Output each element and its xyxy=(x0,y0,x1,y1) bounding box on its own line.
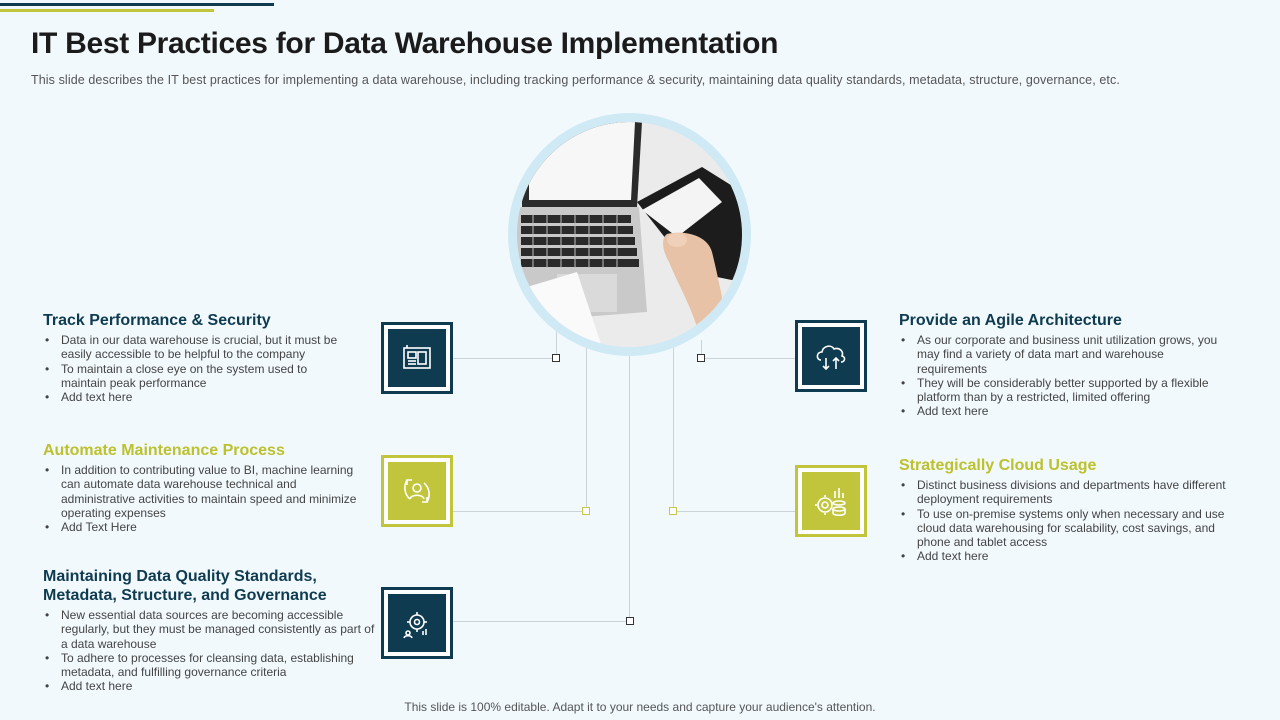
list-item: Add Text Here xyxy=(43,520,368,535)
bullet-list: As our corporate and business unit utili… xyxy=(899,333,1229,419)
footer-note: This slide is 100% editable. Adapt it to… xyxy=(404,700,876,714)
connector-automate-v xyxy=(586,340,587,511)
list-item: To use on-premise systems only when nece… xyxy=(899,507,1234,550)
section-title: Track Performance & Security xyxy=(43,312,271,329)
connector-dot-agile xyxy=(697,354,705,362)
cloud-icon-box xyxy=(795,465,867,537)
quality-icon-box xyxy=(381,587,453,659)
list-item: Data in our data warehouse is crucial, b… xyxy=(43,333,343,362)
user-cycle-icon xyxy=(404,479,430,503)
coins-chart-icon xyxy=(815,488,846,517)
connector-dot-track xyxy=(552,354,560,362)
list-item: Add text here xyxy=(899,404,1229,419)
laptop-photo xyxy=(517,122,742,347)
section-title: Provide an Agile Architecture xyxy=(899,312,1122,329)
connector-quality-v xyxy=(629,355,630,621)
section-automate-maintenance: Automate Maintenance Process In addition… xyxy=(43,441,368,535)
connector-dot-quality xyxy=(626,617,634,625)
page-title: IT Best Practices for Data Warehouse Imp… xyxy=(31,27,779,60)
agile-icon-box xyxy=(795,320,867,392)
section-cloud-usage: Strategically Cloud Usage Distinct busin… xyxy=(899,456,1234,564)
connector-dot-automate xyxy=(582,507,590,515)
list-item: To maintain a close eye on the system us… xyxy=(43,362,343,391)
automate-icon-box xyxy=(381,455,453,527)
accent-bar-olive xyxy=(0,9,214,12)
accent-bar-dark xyxy=(0,3,274,6)
bullet-list: Distinct business divisions and departme… xyxy=(899,478,1234,564)
track-icon-box xyxy=(381,322,453,394)
section-title: Strategically Cloud Usage xyxy=(899,457,1097,474)
list-item: Add text here xyxy=(899,549,1234,564)
connector-automate-h xyxy=(453,511,586,512)
connector-agile-v xyxy=(701,340,702,358)
bullet-list: Data in our data warehouse is crucial, b… xyxy=(43,333,343,405)
connector-cloud-v xyxy=(673,345,674,511)
connector-cloud-h xyxy=(673,511,795,512)
list-item: In addition to contributing value to BI,… xyxy=(43,463,368,520)
section-title: Maintaining Data Quality Standards, Meta… xyxy=(43,568,327,604)
connector-agile-h xyxy=(701,358,795,359)
section-track-performance: Track Performance & Security Data in our… xyxy=(43,311,343,405)
section-data-quality: Maintaining Data Quality Standards, Meta… xyxy=(43,567,378,694)
section-title: Automate Maintenance Process xyxy=(43,442,285,459)
list-item: Distinct business divisions and departme… xyxy=(899,478,1234,507)
blueprint-icon xyxy=(403,345,431,369)
bullet-list: In addition to contributing value to BI,… xyxy=(43,463,368,535)
hero-image xyxy=(508,113,751,356)
bullet-list: New essential data sources are becoming … xyxy=(43,608,378,694)
connector-track-v xyxy=(556,330,557,358)
list-item: Add text here xyxy=(43,390,343,405)
connector-track-h xyxy=(453,358,556,359)
list-item: Add text here xyxy=(43,679,378,694)
list-item: New essential data sources are becoming … xyxy=(43,608,378,651)
page-subtitle: This slide describes the IT best practic… xyxy=(31,73,1120,87)
cloud-transfer-icon xyxy=(816,345,846,371)
list-item: They will be considerably better support… xyxy=(899,376,1229,405)
gear-chart-icon xyxy=(403,612,427,639)
connector-dot-cloud xyxy=(669,507,677,515)
list-item: To adhere to processes for cleansing dat… xyxy=(43,651,378,680)
section-agile-architecture: Provide an Agile Architecture As our cor… xyxy=(899,311,1229,419)
connector-quality-h xyxy=(453,621,630,622)
list-item: As our corporate and business unit utili… xyxy=(899,333,1229,376)
